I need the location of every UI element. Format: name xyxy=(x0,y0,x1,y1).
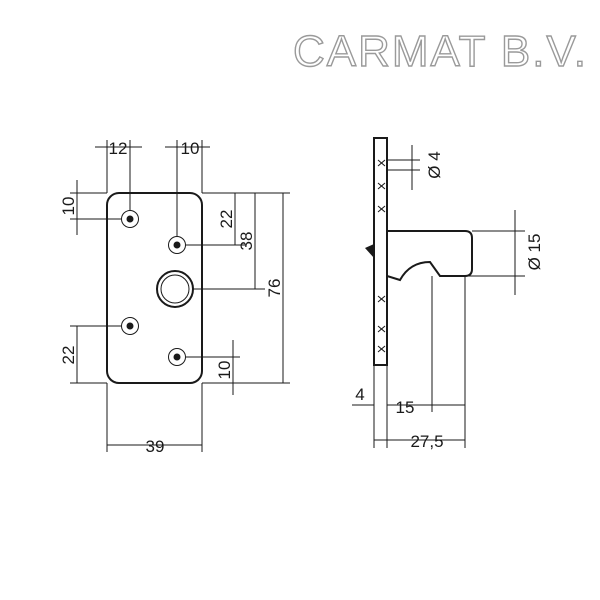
dim-top-margin: 10 xyxy=(59,197,78,216)
dim-lower-hole-spacing: 22 xyxy=(59,346,78,365)
dim-hole-diameter: Ø 4 xyxy=(425,151,444,178)
front-view: 12 10 10 22 38 76 22 10 39 xyxy=(59,139,290,456)
side-pin xyxy=(386,230,473,282)
weld-mark xyxy=(365,244,374,258)
dim-bottom-margin: 10 xyxy=(215,361,234,380)
dim-total-depth: 27,5 xyxy=(410,432,443,451)
dim-hole-offset-left: 12 xyxy=(109,139,128,158)
extension-lines xyxy=(70,140,290,452)
side-view: Ø 4 Ø 15 4 15 27,5 xyxy=(352,137,544,451)
dim-pin-diameter: Ø 15 xyxy=(525,234,544,271)
mounting-hole xyxy=(168,236,186,254)
mounting-hole xyxy=(121,317,139,335)
dim-plate-thickness: 4 xyxy=(355,385,364,404)
center-pin-hole xyxy=(156,270,194,308)
dim-hole-vertical-spacing: 22 xyxy=(217,210,236,229)
countersink-marks xyxy=(377,159,386,353)
front-plate-outline xyxy=(106,192,203,384)
dim-pin-start: 15 xyxy=(396,398,415,417)
side-plate xyxy=(373,137,388,366)
dim-hole-offset-right: 10 xyxy=(181,139,200,158)
dim-width: 39 xyxy=(146,437,165,456)
dim-total-height: 76 xyxy=(265,279,284,298)
side-dimension-lines xyxy=(352,145,516,441)
mounting-hole xyxy=(168,348,186,366)
mounting-hole xyxy=(121,210,139,228)
dim-center-hole-height: 38 xyxy=(237,232,256,251)
dimension-lines xyxy=(76,146,284,446)
carmat-logo: CARMAT B.V. xyxy=(293,27,588,76)
